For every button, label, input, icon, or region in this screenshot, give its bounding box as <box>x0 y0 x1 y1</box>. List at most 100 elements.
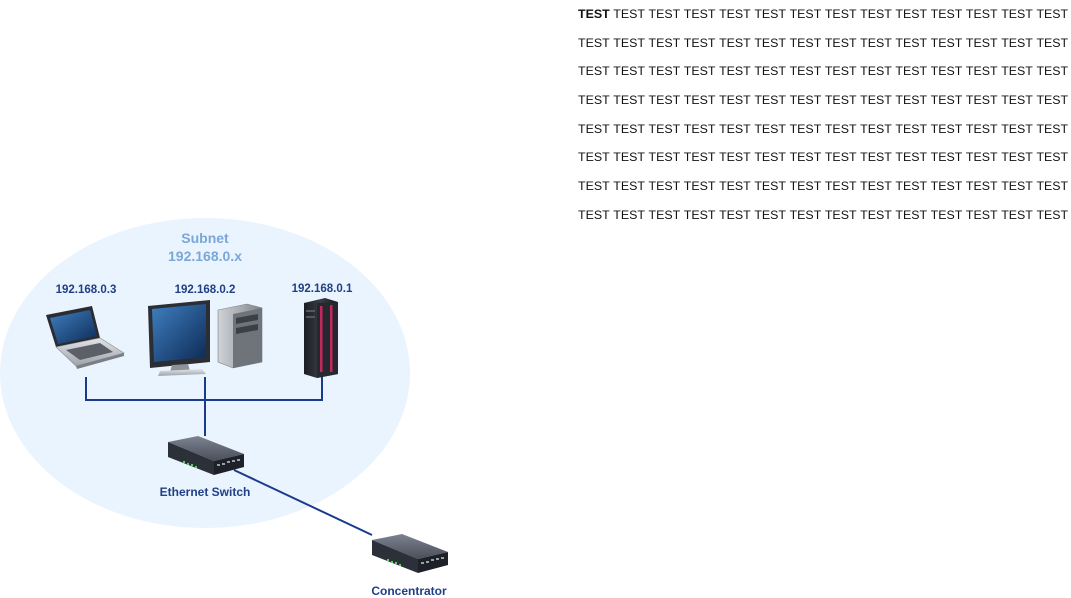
test-word: TEST <box>824 7 857 21</box>
test-word: TEST <box>895 35 928 50</box>
test-word: TEST <box>683 121 716 136</box>
test-word: TEST <box>719 150 751 165</box>
test-word: TEST <box>860 93 892 108</box>
server-ip-label: 192.168.0.1 <box>292 283 353 295</box>
test-word: TEST <box>648 64 681 79</box>
concentrator-label: Concentrator <box>371 584 447 598</box>
test-word: TEST <box>824 207 857 222</box>
test-word: TEST <box>613 179 645 194</box>
test-word: TEST <box>683 7 716 21</box>
test-word: TEST <box>754 207 786 222</box>
test-word: TEST <box>1036 7 1069 21</box>
test-word: TEST <box>1036 121 1069 136</box>
test-word: TEST <box>683 64 716 79</box>
test-word: TEST <box>1036 179 1069 194</box>
server-icon[interactable] <box>304 298 338 378</box>
test-word: TEST <box>965 179 998 194</box>
desktop-ip-label: 192.168.0.2 <box>175 284 236 296</box>
test-word: TEST <box>965 64 998 79</box>
test-word: TEST <box>648 35 681 50</box>
test-word: TEST <box>613 7 645 21</box>
test-word: TEST <box>1036 150 1069 165</box>
test-word: TEST <box>683 93 716 108</box>
test-word: TEST <box>965 207 998 222</box>
test-word: TEST <box>1001 7 1033 21</box>
test-word: TEST <box>754 179 786 194</box>
test-word: TEST <box>930 179 963 194</box>
test-word: TEST <box>648 207 681 222</box>
test-word: TEST <box>789 64 822 79</box>
test-word: TEST <box>789 121 822 136</box>
test-word: TEST <box>754 121 786 136</box>
test-word: TEST <box>965 150 998 165</box>
test-word: TEST <box>860 150 892 165</box>
laptop-ip-label: 192.168.0.3 <box>56 284 117 296</box>
test-word: TEST <box>824 179 857 194</box>
test-word: TEST <box>613 207 645 222</box>
test-word: TEST <box>719 64 751 79</box>
test-word: TEST <box>824 150 857 165</box>
test-word: TEST <box>1001 121 1033 136</box>
test-word: TEST <box>824 64 857 79</box>
test-word: TEST <box>789 35 822 50</box>
test-word: TEST <box>648 93 681 108</box>
test-word: TEST <box>895 64 928 79</box>
test-word: TEST <box>754 93 786 108</box>
test-word: TEST <box>613 93 645 108</box>
test-word: TEST <box>895 93 928 108</box>
desktop-icon[interactable] <box>148 300 263 376</box>
test-word: TEST <box>789 150 822 165</box>
link-switch-concentrator <box>233 469 373 536</box>
test-word: TEST <box>930 150 963 165</box>
test-word: TEST <box>754 7 786 21</box>
test-word: TEST <box>965 93 998 108</box>
test-word: TEST <box>860 121 892 136</box>
test-word: TEST <box>754 35 786 50</box>
test-word: TEST <box>648 150 681 165</box>
test-word: TEST <box>930 35 963 50</box>
test-word: TEST <box>930 93 963 108</box>
test-word: TEST <box>683 35 716 50</box>
test-word: TEST <box>860 7 892 21</box>
test-word: TEST <box>578 121 610 136</box>
test-word: TEST <box>719 207 751 222</box>
ethernet-switch-icon[interactable] <box>168 436 244 475</box>
test-word: TEST <box>930 207 963 222</box>
test-word: TEST <box>965 7 998 21</box>
test-word: TEST <box>930 121 963 136</box>
test-word: TEST <box>860 207 892 222</box>
test-word: TEST <box>1036 64 1069 79</box>
laptop-icon[interactable] <box>46 306 125 369</box>
test-word: TEST <box>578 93 610 108</box>
test-word: TEST <box>824 121 857 136</box>
test-word: TEST <box>1036 35 1069 50</box>
test-word: TEST <box>895 150 928 165</box>
test-word: TEST <box>860 179 892 194</box>
test-word: TEST <box>930 7 963 21</box>
test-word: TEST <box>578 64 610 79</box>
test-word: TEST <box>683 150 716 165</box>
test-word: TEST <box>789 207 822 222</box>
test-word: TEST <box>683 207 716 222</box>
test-word: TEST <box>824 93 857 108</box>
concentrator-icon[interactable] <box>372 534 448 573</box>
test-word: TEST <box>754 150 786 165</box>
test-word: TEST <box>648 7 681 21</box>
test-word: TEST <box>578 35 610 50</box>
test-word: TEST <box>613 150 645 165</box>
test-word: TEST <box>895 207 928 222</box>
test-word: TEST <box>789 179 822 194</box>
test-word: TEST <box>578 179 610 194</box>
subnet-range: 192.168.0.x <box>168 248 242 264</box>
test-word: TEST <box>1036 207 1069 222</box>
test-word: TEST <box>719 93 751 108</box>
test-word: TEST <box>895 179 928 194</box>
